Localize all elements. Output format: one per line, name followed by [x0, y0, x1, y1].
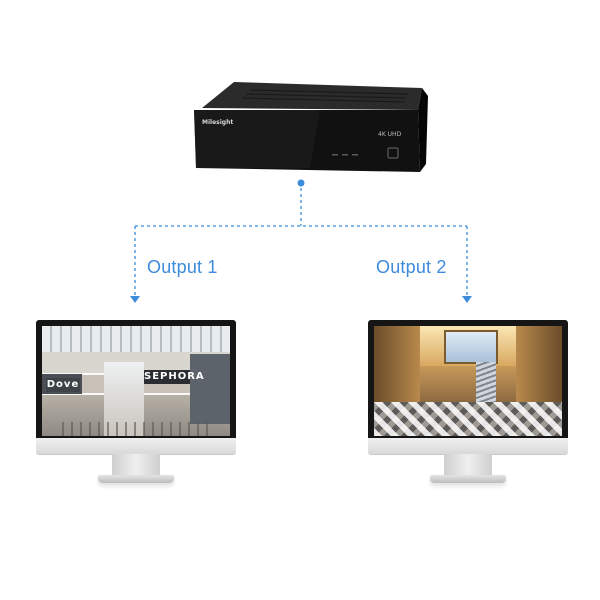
- output-2-label: Output 2: [376, 257, 447, 277]
- monitor-bezel: [368, 320, 568, 438]
- monitor-bezel: Dove SEPHORA: [36, 320, 236, 438]
- monitor-stand-neck: [444, 454, 492, 476]
- nvr-vent-slots: [241, 89, 409, 103]
- monitor-chin: [368, 438, 568, 454]
- monitor-screen-mall-corridor: [374, 326, 562, 436]
- monitor-chin: [36, 438, 236, 454]
- monitor-stand-foot: [430, 475, 506, 483]
- nvr-status-leds: [332, 154, 358, 156]
- arrow-down-icon: [130, 296, 140, 303]
- monitor-stand-foot: [98, 475, 174, 483]
- store-sign-sephora: SEPHORA: [144, 370, 205, 384]
- nvr-front-sheen: [194, 110, 320, 168]
- nvr-4k-badge: 4K UHD: [378, 131, 402, 138]
- nvr-side-face: [418, 88, 428, 172]
- monitor-output-1: Dove SEPHORA: [36, 320, 236, 500]
- monitor-screen-mall-atrium: Dove SEPHORA: [42, 326, 230, 436]
- output-origin-dot: [297, 179, 305, 187]
- output-1-label: Output 1: [147, 257, 218, 277]
- nvr-power-button: [387, 147, 399, 159]
- monitor-output-2: [368, 320, 568, 500]
- store-sign-dove: Dove: [46, 378, 80, 392]
- nvr-brand-logo: Milesight: [202, 119, 233, 126]
- monitor-stand-neck: [112, 454, 160, 476]
- arrow-down-icon: [462, 296, 472, 303]
- nvr-device: Milesight 4K UHD: [194, 82, 428, 172]
